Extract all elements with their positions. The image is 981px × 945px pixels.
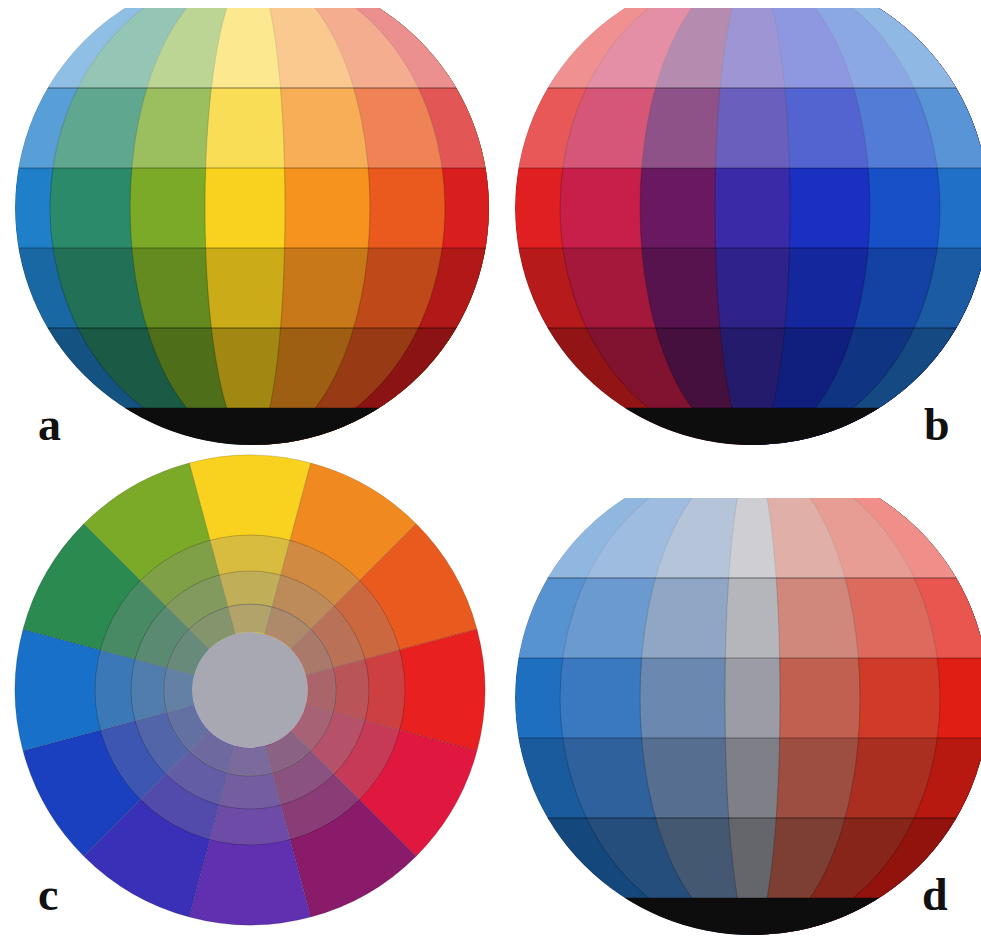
sphere-d: [512, 498, 981, 945]
panel-letter: a: [38, 402, 61, 448]
color-wheel-c: [15, 455, 485, 925]
panel-letter: d: [922, 872, 948, 918]
panel-letter: c: [38, 872, 58, 918]
sphere-a: [12, 8, 492, 468]
sphere-b: [512, 8, 981, 468]
panel-letter: b: [924, 402, 950, 448]
